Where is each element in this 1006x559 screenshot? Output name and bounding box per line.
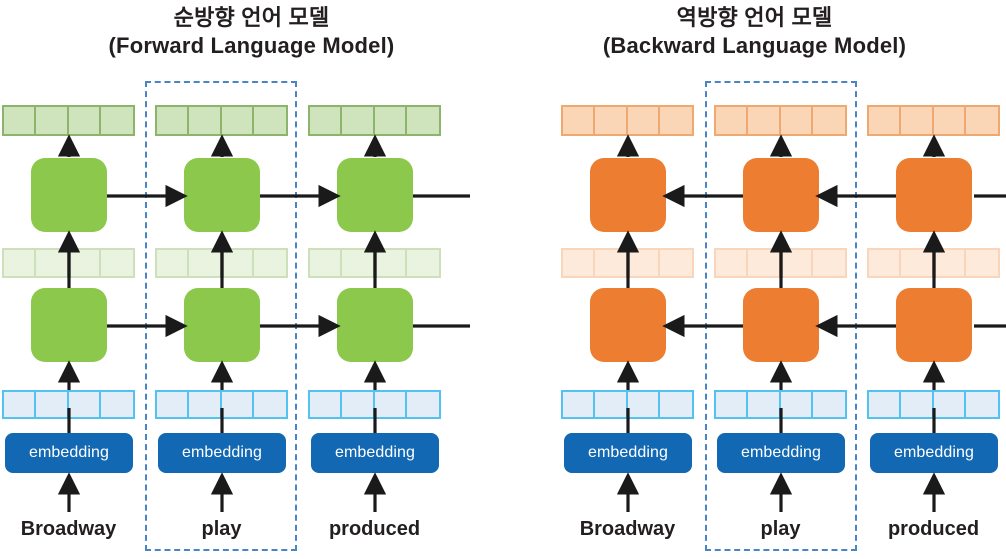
forward-word-col2: play xyxy=(201,518,242,540)
vector-cell xyxy=(748,107,781,134)
vector-cell xyxy=(716,392,749,417)
vector-cell xyxy=(869,250,902,276)
forward-output-vector-col3 xyxy=(308,105,441,136)
vector-cell xyxy=(36,107,69,134)
forward-model-title: 순방향 언어 모델 (Forward Language Model) xyxy=(0,4,503,60)
vector-cell xyxy=(934,107,966,134)
vector-cell xyxy=(781,250,813,276)
backward-word-col3: produced xyxy=(887,518,980,540)
vector-cell xyxy=(563,250,596,276)
forward-highlight-box-play xyxy=(145,81,297,551)
vector-cell xyxy=(869,107,902,134)
backward-rnn-cell-layer1-col3 xyxy=(896,288,972,362)
backward-highlight-box-play xyxy=(705,81,857,551)
backward-rnn-cell-layer2-col1 xyxy=(590,158,666,232)
backward-model-title: 역방향 언어 모델 (Backward Language Model) xyxy=(503,4,1006,60)
vector-cell xyxy=(901,392,934,417)
vector-cell xyxy=(222,107,254,134)
vector-cell xyxy=(4,392,37,417)
vector-cell xyxy=(595,392,628,417)
forward-embedding-col2[interactable]: embedding xyxy=(158,433,286,473)
embedding-label: embedding xyxy=(893,444,975,461)
backward-word-col1: Broadway xyxy=(579,518,676,540)
vector-cell xyxy=(375,250,407,276)
vector-cell xyxy=(716,107,749,134)
vector-cell xyxy=(628,392,660,417)
vector-cell xyxy=(157,392,190,417)
vector-cell xyxy=(4,250,37,276)
backward-rnn-cell-layer2-col2 xyxy=(743,158,819,232)
vector-cell xyxy=(69,250,101,276)
vector-cell xyxy=(595,107,628,134)
vector-cell xyxy=(342,392,375,417)
vector-cell xyxy=(69,107,101,134)
vector-cell xyxy=(748,392,781,417)
vector-cell xyxy=(189,392,222,417)
backward-embedding-col2[interactable]: embedding xyxy=(717,433,845,473)
vector-cell xyxy=(781,107,813,134)
backward-arrow-layer xyxy=(503,0,1006,559)
vector-cell xyxy=(934,250,966,276)
vector-cell xyxy=(563,392,596,417)
vector-cell xyxy=(934,392,966,417)
vector-cell xyxy=(869,392,902,417)
forward-rnn-cell-layer2-col3 xyxy=(337,158,413,232)
vector-cell xyxy=(69,392,101,417)
backward-rnn-cell-layer2-col3 xyxy=(896,158,972,232)
vector-cell xyxy=(375,107,407,134)
vector-cell xyxy=(222,392,254,417)
forward-rnn-cell-layer2-col2 xyxy=(184,158,260,232)
forward-arrow-layer xyxy=(57,134,470,512)
backward-rnn-cell-layer1-col2 xyxy=(743,288,819,362)
vector-cell xyxy=(901,107,934,134)
vector-cell xyxy=(4,107,37,134)
forward-word-col3: produced xyxy=(328,518,421,540)
embedding-label: embedding xyxy=(587,444,669,461)
forward-title-english: (Forward Language Model) xyxy=(108,33,395,58)
vector-cell xyxy=(563,107,596,134)
forward-title-korean: 순방향 언어 모델 xyxy=(173,5,330,30)
vector-cell xyxy=(310,107,343,134)
embedding-label: embedding xyxy=(28,444,110,461)
forward-rnn-cell-layer1-col3 xyxy=(337,288,413,362)
forward-embedding-col1[interactable]: embedding xyxy=(5,433,133,473)
vector-cell xyxy=(716,250,749,276)
backward-embedding-col1[interactable]: embedding xyxy=(564,433,692,473)
vector-cell xyxy=(189,107,222,134)
vector-cell xyxy=(781,392,813,417)
vector-cell xyxy=(342,107,375,134)
vector-cell xyxy=(157,250,190,276)
vector-cell xyxy=(222,250,254,276)
forward-rnn-cell-layer2-col1 xyxy=(31,158,107,232)
vector-cell xyxy=(310,250,343,276)
embedding-label: embedding xyxy=(740,444,822,461)
forward-rnn-cell-layer1-col2 xyxy=(184,288,260,362)
backward-rnn-cell-layer1-col1 xyxy=(590,288,666,362)
backward-word-col2: play xyxy=(760,518,801,540)
forward-output-vector-col1 xyxy=(2,105,135,136)
vector-cell xyxy=(628,250,660,276)
backward-title-english: (Backward Language Model) xyxy=(602,33,907,58)
vector-cell xyxy=(375,392,407,417)
backward-output-vector-col3 xyxy=(867,105,1000,136)
forward-word-col1: Broadway xyxy=(20,518,117,540)
embedding-label: embedding xyxy=(181,444,263,461)
forward-rnn-cell-layer1-col1 xyxy=(31,288,107,362)
vector-cell xyxy=(310,392,343,417)
vector-cell xyxy=(36,392,69,417)
vector-cell xyxy=(628,107,660,134)
backward-title-korean: 역방향 언어 모델 xyxy=(676,5,833,30)
forward-embedding-col3[interactable]: embedding xyxy=(311,433,439,473)
backward-embedding-col3[interactable]: embedding xyxy=(870,433,998,473)
vector-cell xyxy=(157,107,190,134)
embedding-label: embedding xyxy=(334,444,416,461)
